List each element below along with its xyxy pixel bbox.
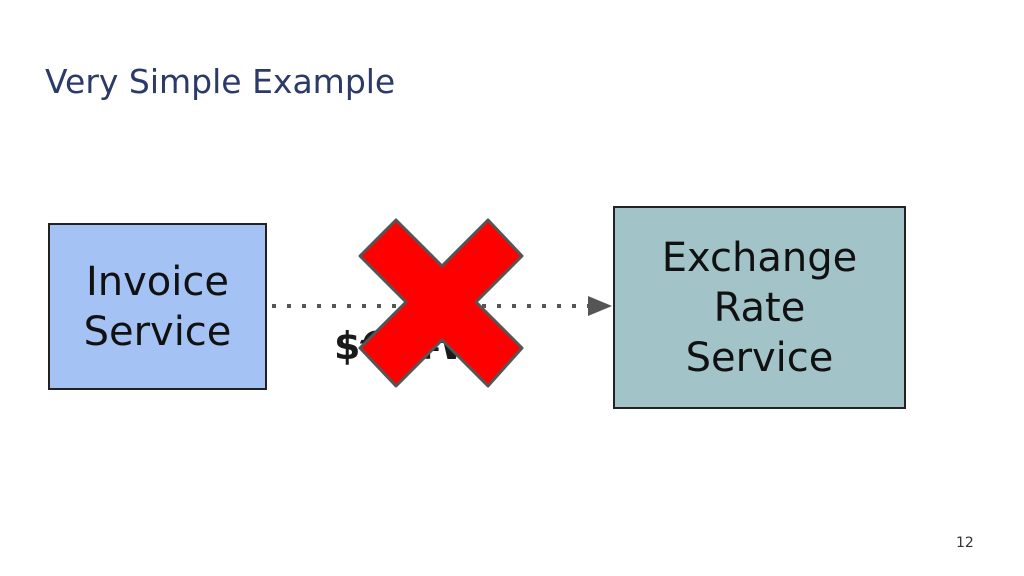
red-x-icon [358,218,524,388]
exchange-rate-service-box: Exchange Rate Service [613,206,906,409]
invoice-service-label: Invoice Service [83,258,232,355]
exchange-rate-service-label: Exchange Rate Service [661,234,858,381]
invoice-service-box: Invoice Service [48,223,267,390]
arrowhead-icon [588,296,612,316]
slide-title: Very Simple Example [45,62,396,101]
page-number: 12 [956,535,974,551]
